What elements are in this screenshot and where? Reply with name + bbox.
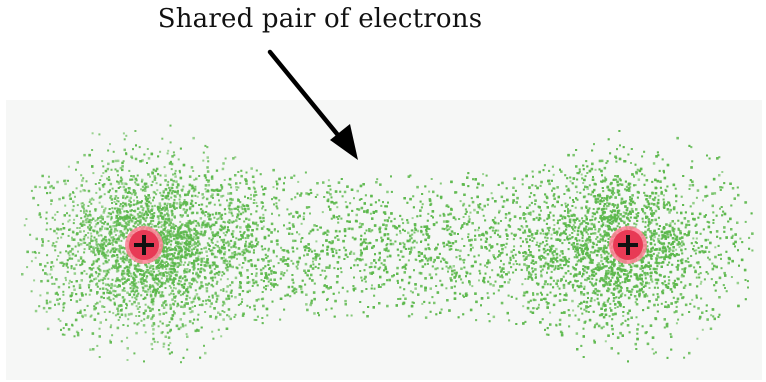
shared-pair-label: Shared pair of electrons (157, 4, 483, 34)
nucleus-right (609, 226, 647, 264)
nucleus-left (125, 226, 163, 264)
plus-icon (618, 235, 638, 255)
electron-cloud (21, 124, 754, 364)
plus-icon (134, 235, 154, 255)
arrow-icon (267, 49, 358, 160)
